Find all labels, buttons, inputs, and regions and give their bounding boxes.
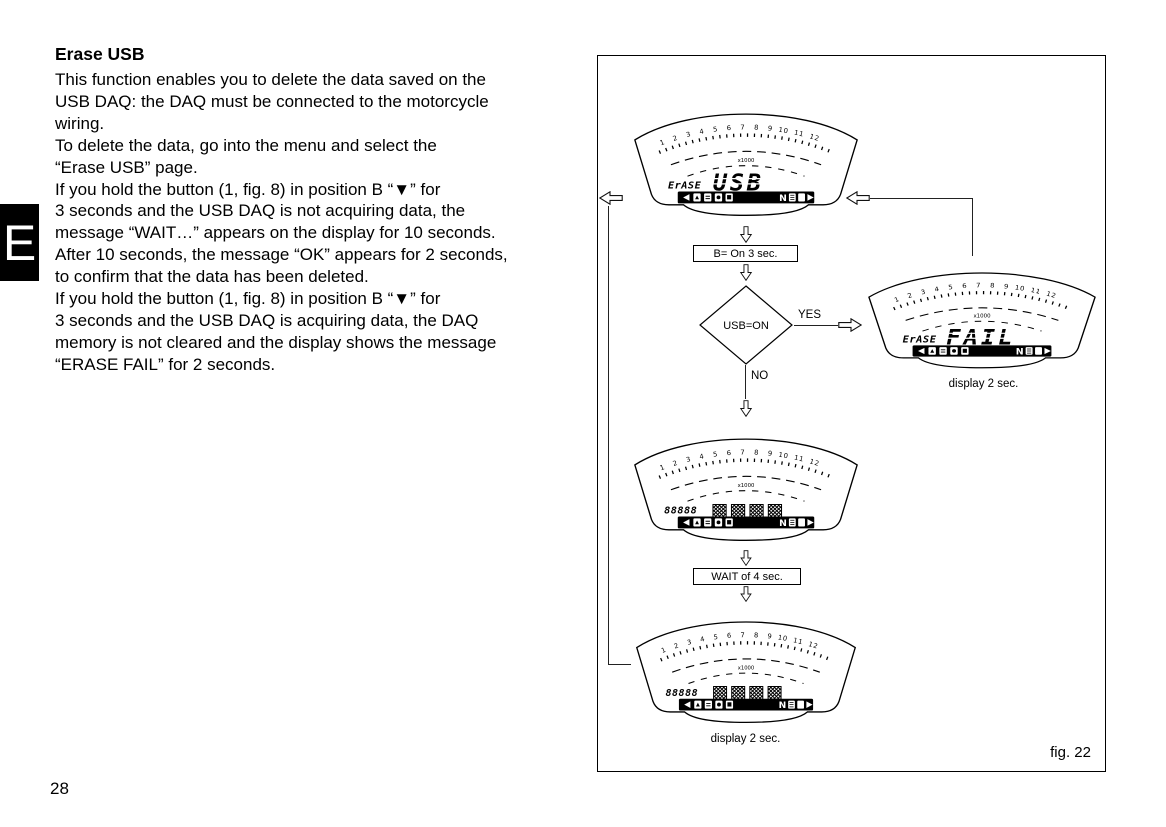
flow-arrow-down-icon	[739, 400, 753, 417]
yes-label: YES	[798, 309, 822, 321]
article-line: If you hold the button (1, fig. 8) in po…	[55, 289, 441, 309]
figure-label: fig. 22	[1050, 744, 1091, 761]
article-title: Erase USB	[55, 44, 145, 64]
article-line: to confirm that the data has been delete…	[55, 267, 369, 287]
article-line: If you hold the button (1, fig. 8) in po…	[55, 179, 441, 199]
lcd-small-text: 88888	[666, 688, 699, 699]
x1000-label: x1000	[738, 665, 754, 671]
caption-result-display: display 2 sec.	[710, 733, 781, 745]
x1000-label: x1000	[973, 314, 990, 320]
page-number: 28	[50, 779, 69, 798]
flow-box-wait: WAIT of 4 sec.	[693, 568, 801, 585]
article-line: “Erase USB” page.	[55, 157, 198, 177]
no-label: NO	[751, 370, 769, 382]
article-line: “ERASE FAIL” for 2 seconds.	[55, 354, 276, 374]
x1000-label: x1000	[738, 158, 755, 164]
x1000-label: x1000	[738, 483, 755, 489]
flow-arrow-down-icon	[739, 264, 753, 281]
decision-shape	[699, 285, 793, 365]
dashboard-wait-message: 1 2 3 4 5 6 7 8 9 10 11 12 x1000 88888 ▩…	[633, 437, 859, 543]
article-line: After 10 seconds, the message “OK” appea…	[55, 245, 508, 265]
lcd-small-text: ErASE	[903, 335, 937, 345]
connector-line	[972, 198, 973, 256]
lcd-small-text: 88888	[664, 506, 697, 517]
dashboard-erase-fail: 1 2 3 4 5 6 7 8 9 10 11 12 x1000 ErASE F…	[867, 271, 1097, 370]
flow-arrow-down-icon	[739, 586, 753, 602]
caption-fail-display: display 2 sec.	[948, 378, 1019, 390]
feedback-arrow-right-icon	[846, 191, 870, 205]
flow-arrow-down-icon	[739, 550, 753, 566]
flow-box-hold-button: B= On 3 sec.	[693, 245, 798, 262]
decision-label: USB=ON	[723, 320, 769, 332]
connector-line	[745, 365, 746, 399]
dashboard-result-message: 1 2 3 4 5 6 7 8 9 10 11 12 x1000 88888 ▩…	[635, 620, 857, 725]
article-line: memory is not cleared and the display sh…	[55, 332, 497, 352]
article-line: 3 seconds and the USB DAQ is not acquiri…	[55, 201, 466, 221]
article-line: wiring.	[55, 113, 105, 133]
article-line: message “WAIT…” appears on the display f…	[55, 223, 496, 243]
connector-line	[608, 206, 609, 664]
flow-decision-usb-on: USB=ON	[699, 285, 793, 365]
dashboard-erase-usb: 1 2 3 4 5 6 7 8 9 10 11 12 x1000 ErASE U…	[633, 112, 859, 218]
connector-line	[794, 325, 838, 326]
article-body: This function enables you to delete the …	[55, 69, 603, 376]
feedback-arrow-left-icon	[599, 191, 623, 205]
article-line: This function enables you to delete the …	[55, 70, 486, 89]
article-line: 3 seconds and the USB DAQ is acquiring d…	[55, 310, 479, 330]
flow-arrow-down-icon	[739, 226, 753, 243]
flow-arrow-right-icon	[838, 318, 862, 332]
connector-line	[870, 198, 972, 199]
lcd-big-text: ▩▩▩▩	[711, 500, 785, 521]
article-line: USB DAQ: the DAQ must be connected to th…	[55, 91, 489, 111]
lcd-big-text: ▩▩▩▩	[712, 682, 785, 703]
lcd-small-text: ErASE	[668, 181, 702, 192]
section-tab: E	[0, 204, 39, 281]
connector-line	[608, 664, 631, 665]
article-line: To delete the data, go into the menu and…	[55, 135, 437, 155]
figure-box: 1 2 3 4 5 6 7 8 9 10 11 12 x1000 ErASE U…	[597, 55, 1106, 772]
